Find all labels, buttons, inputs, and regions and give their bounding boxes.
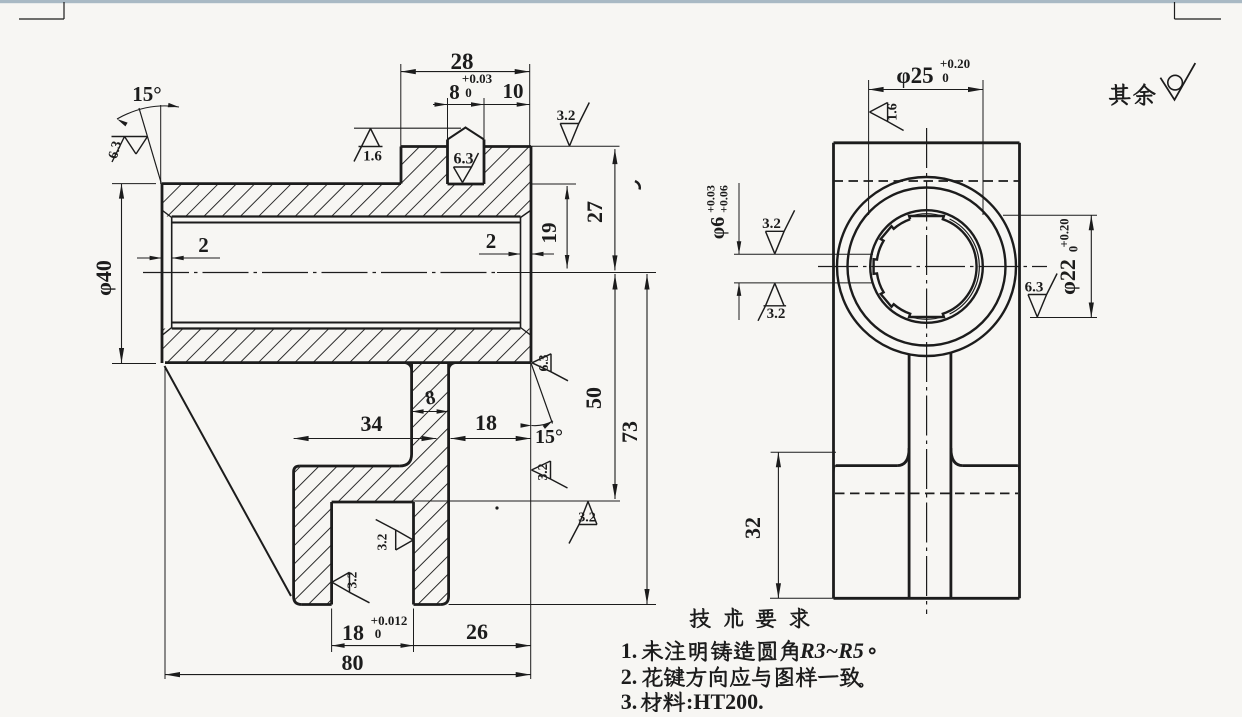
svg-text:3.: 3.: [621, 689, 638, 712]
svg-text:0: 0: [942, 70, 949, 85]
svg-text:+0.20: +0.20: [940, 56, 970, 71]
svg-text:0: 0: [375, 626, 382, 641]
svg-text::HT200.: :HT200.: [686, 689, 764, 712]
svg-text:50: 50: [581, 387, 606, 409]
svg-text:6.3: 6.3: [106, 140, 125, 161]
svg-text:73: 73: [617, 421, 642, 443]
svg-text:27: 27: [582, 201, 607, 223]
svg-text:2: 2: [486, 229, 497, 253]
svg-text:80: 80: [342, 650, 364, 675]
svg-text:15°: 15°: [132, 82, 161, 106]
svg-text:φ6: φ6: [707, 217, 729, 239]
svg-text:+0.20: +0.20: [1058, 219, 1072, 248]
svg-text:3.2: 3.2: [375, 533, 390, 550]
svg-text:8: 8: [449, 80, 460, 104]
svg-text:0: 0: [1067, 246, 1081, 252]
svg-text:6.3: 6.3: [1025, 280, 1044, 296]
svg-text:6.3: 6.3: [454, 151, 474, 168]
svg-text:6.3: 6.3: [536, 354, 551, 371]
svg-text:φ40: φ40: [91, 260, 116, 296]
svg-text:+0.03: +0.03: [704, 185, 718, 213]
svg-text:φ22: φ22: [1055, 259, 1080, 295]
svg-text:15°: 15°: [535, 426, 563, 448]
svg-text:32: 32: [740, 517, 765, 539]
svg-text:3.2: 3.2: [345, 571, 360, 588]
svg-text:3.2: 3.2: [762, 216, 781, 232]
svg-text:10: 10: [503, 79, 524, 103]
svg-text:28: 28: [451, 49, 474, 74]
svg-text:R3~R5: R3~R5: [799, 638, 864, 663]
svg-text:1.6: 1.6: [886, 103, 901, 121]
svg-text:+0.012: +0.012: [371, 613, 408, 628]
svg-text:8: 8: [423, 386, 437, 410]
svg-text:3.2: 3.2: [535, 463, 550, 480]
svg-text:1.6: 1.6: [363, 149, 382, 165]
svg-text:3.2: 3.2: [767, 306, 786, 322]
svg-text:+0.06: +0.06: [717, 185, 731, 213]
svg-text:34: 34: [361, 411, 383, 436]
svg-text:18: 18: [342, 620, 364, 645]
svg-text:0: 0: [465, 85, 472, 100]
svg-text:18: 18: [475, 410, 497, 435]
svg-text:+0.03: +0.03: [462, 71, 493, 86]
svg-text:3.2: 3.2: [578, 511, 596, 526]
svg-text:2: 2: [198, 233, 209, 257]
svg-text:1.: 1.: [621, 638, 638, 663]
svg-text:2.: 2.: [621, 664, 638, 689]
svg-text:26: 26: [466, 619, 488, 644]
svg-text:3.2: 3.2: [557, 108, 576, 124]
svg-text:19: 19: [537, 223, 561, 244]
svg-text:φ25: φ25: [896, 63, 933, 88]
